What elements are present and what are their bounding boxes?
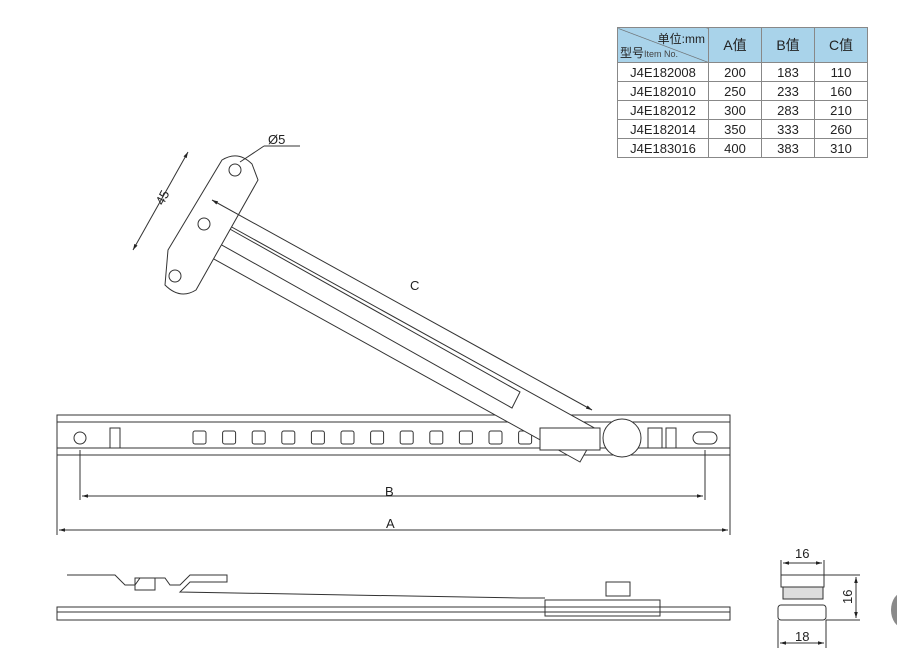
dim-18-label: 18 <box>795 629 809 644</box>
rail-slot <box>399 430 414 445</box>
rail-slot <box>458 430 473 445</box>
rail-slot <box>310 430 325 445</box>
cell-b: 183 <box>761 62 815 82</box>
page-tab-marker <box>891 592 897 628</box>
rail-slot <box>488 430 503 445</box>
dimension-lines <box>56 145 731 535</box>
rail-end-view <box>777 560 860 648</box>
dim-16-side-label: 16 <box>840 590 855 604</box>
spec-table-header: 单位:mm 型号Item No. A值 B值 C值 <box>617 27 868 63</box>
dim-c-label: C <box>410 278 419 293</box>
cell-a: 350 <box>708 119 762 139</box>
cell-b: 383 <box>761 138 815 158</box>
cell-a: 400 <box>708 138 762 158</box>
rail-slot <box>281 430 296 445</box>
rail-slot <box>222 430 237 445</box>
item-no-label: Item No. <box>644 49 679 59</box>
dim-hole-label: Ø5 <box>268 132 285 147</box>
rail-slot <box>251 430 266 445</box>
cell-model: J4E183016 <box>617 138 709 158</box>
dim-45-label: 45 <box>152 188 172 208</box>
col-c: C值 <box>814 27 868 63</box>
cell-c: 210 <box>814 100 868 120</box>
cell-b: 233 <box>761 81 815 101</box>
cell-c: 110 <box>814 62 868 82</box>
unit-label: 单位:mm <box>657 32 705 46</box>
cell-b: 283 <box>761 100 815 120</box>
dim-16-top-label: 16 <box>795 546 809 561</box>
rail-side-view <box>56 574 731 621</box>
rail-slot <box>429 430 444 445</box>
model-label-cn: 型号 <box>620 46 645 60</box>
col-b: B值 <box>761 27 815 63</box>
model-label: 型号Item No. <box>620 44 678 61</box>
rail-slot <box>370 430 385 445</box>
cell-c: 310 <box>814 138 868 158</box>
rail-slot <box>340 430 355 445</box>
dim-b-label: B <box>385 484 394 499</box>
cell-model: J4E182008 <box>617 62 709 82</box>
header-diagonal-cell: 单位:mm 型号Item No. <box>617 27 709 63</box>
rail-slot <box>192 430 207 445</box>
dim-a-label: A <box>386 516 395 531</box>
